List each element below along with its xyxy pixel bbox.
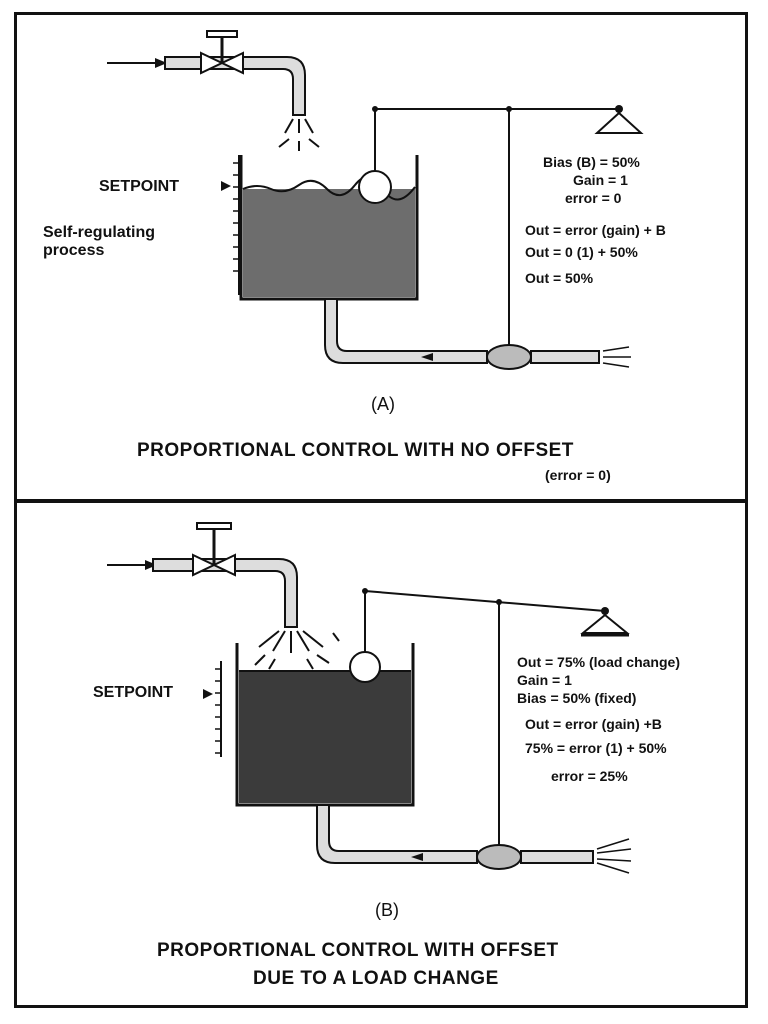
equation-a-3: error = 0 — [565, 190, 622, 206]
equation-b-4: Out = error (gain) +B — [525, 716, 662, 732]
equation-b-5: 75% = error (1) + 50% — [525, 740, 667, 756]
fulcrum-b — [580, 613, 630, 634]
equation-a-6: Out = 50% — [525, 270, 594, 286]
setpoint-label-a: SETPOINT — [99, 178, 180, 195]
outlet-valve-b — [476, 844, 522, 870]
diagram-b — [107, 522, 632, 874]
inlet-elbow — [242, 56, 306, 116]
panel-b: SETPOINT Out = 75% (load change) Gain = … — [14, 500, 748, 1008]
diagram-a — [107, 30, 644, 370]
spray-b — [254, 630, 340, 670]
panel-a: SETPOINT Self-regulating process Bias (B… — [14, 12, 748, 502]
equation-b-3: Bias = 50% (fixed) — [517, 690, 637, 706]
outlet-valve-a — [486, 344, 532, 370]
caption-letter-a: (A) — [371, 394, 395, 414]
setpoint-label-b: SETPOINT — [93, 684, 174, 701]
fulcrum-a — [594, 111, 644, 134]
spray — [278, 118, 320, 151]
discharge-a — [602, 346, 631, 368]
equation-b-1: Out = 75% (load change) — [517, 654, 680, 670]
inlet-valve — [200, 30, 244, 75]
equation-a-1: Bias (B) = 50% — [543, 154, 640, 170]
process-label-line2: process — [43, 242, 105, 259]
caption-letter-b: (B) — [375, 900, 399, 920]
tank-a — [233, 155, 419, 301]
process-label-line1: Self-regulating — [43, 224, 156, 241]
title-b-line2: DUE TO A LOAD CHANGE — [253, 968, 499, 989]
inlet-elbow-b — [234, 558, 298, 628]
title-a: PROPORTIONAL CONTROL WITH NO OFFSET — [137, 440, 574, 461]
equation-b-2: Gain = 1 — [517, 672, 572, 688]
outlet-pipe-b — [316, 804, 478, 864]
equation-a-5: Out = 0 (1) + 50% — [525, 244, 638, 260]
tank-b — [215, 643, 415, 807]
inlet-arrowhead — [155, 58, 167, 68]
float-b — [349, 651, 381, 683]
outlet-pipe-a — [324, 298, 488, 364]
inlet-valve-b — [192, 522, 236, 577]
equation-a-4: Out = error (gain) + B — [525, 222, 666, 238]
title-b-line1: PROPORTIONAL CONTROL WITH OFFSET — [157, 940, 559, 961]
discharge-b — [596, 838, 632, 874]
subtitle-a: (error = 0) — [545, 467, 611, 483]
equation-b-6: error = 25% — [551, 768, 628, 784]
equation-a-2: Gain = 1 — [573, 172, 628, 188]
lever-b — [364, 590, 606, 612]
float-a — [358, 170, 392, 204]
